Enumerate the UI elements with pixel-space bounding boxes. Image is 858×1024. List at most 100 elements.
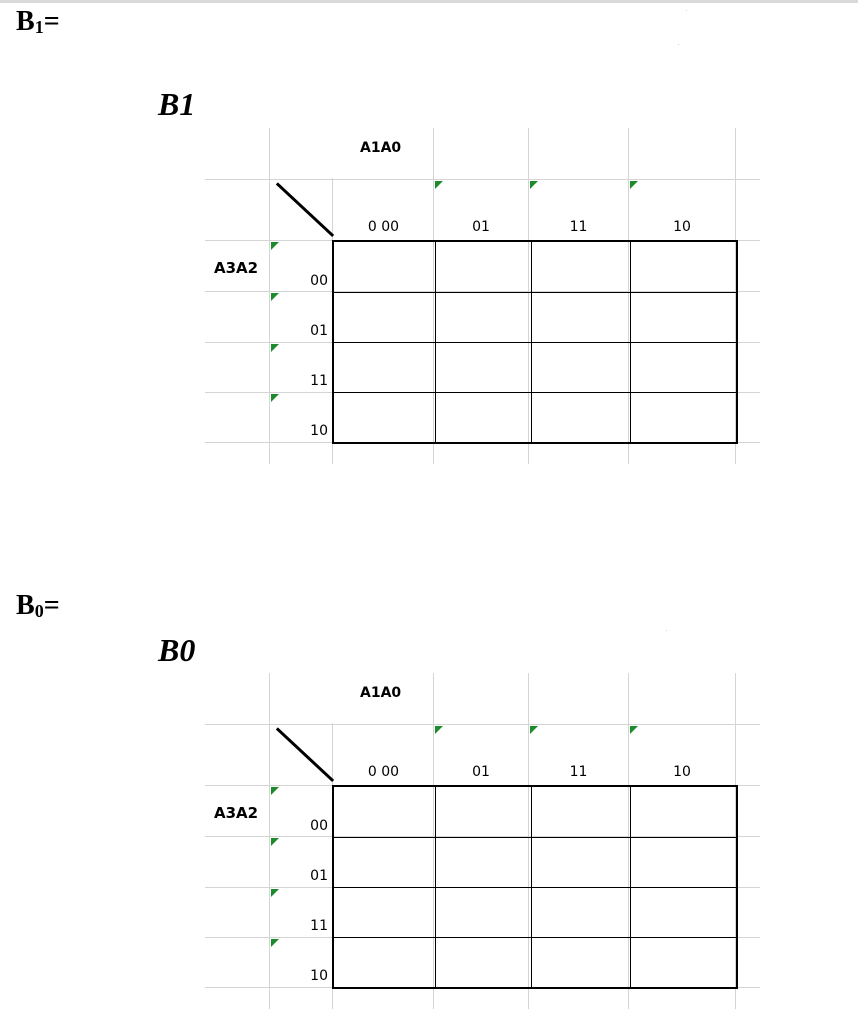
top-border — [0, 0, 858, 3]
comment-marker-icon[interactable] — [271, 889, 279, 897]
comment-marker-icon[interactable] — [271, 787, 279, 795]
column-header: 10 — [673, 219, 691, 235]
gridline — [628, 128, 629, 464]
gridline — [269, 673, 270, 1009]
comment-marker-icon[interactable] — [271, 838, 279, 846]
grid-cell[interactable] — [435, 393, 531, 442]
row-header: 00 — [310, 818, 328, 834]
grid-row — [334, 837, 736, 887]
gridline — [433, 128, 434, 464]
gridline — [433, 673, 434, 1009]
grid-row — [334, 937, 736, 987]
speck — [678, 44, 679, 45]
gridline — [735, 673, 736, 1009]
row-variable-label: A3A2 — [214, 804, 259, 822]
grid-cell[interactable] — [531, 888, 630, 937]
grid-cell[interactable] — [334, 343, 435, 392]
comment-marker-icon[interactable] — [271, 242, 279, 250]
row-variable-label: A3A2 — [214, 259, 259, 277]
grid-cell[interactable] — [435, 888, 531, 937]
comment-marker-icon[interactable] — [630, 726, 638, 734]
gridline — [205, 179, 760, 180]
corner-diagonal — [276, 182, 335, 237]
gridline — [205, 724, 760, 725]
grid-cell[interactable] — [435, 838, 531, 887]
grid-cell[interactable] — [630, 888, 736, 937]
kmap-grid — [332, 240, 738, 444]
column-header: 11 — [569, 764, 588, 780]
column-header: 01 — [472, 219, 490, 235]
column-variable-label: A1A0 — [360, 140, 402, 156]
gridline — [528, 673, 529, 1009]
grid-row — [334, 887, 736, 937]
gridline — [528, 128, 529, 464]
column-header: 0 00 — [367, 764, 400, 780]
grid-cell[interactable] — [630, 293, 736, 342]
column-header: 10 — [673, 764, 691, 780]
row-header: 01 — [310, 323, 328, 339]
grid-cell[interactable] — [334, 293, 435, 342]
row-header: 01 — [310, 868, 328, 884]
grid-cell[interactable] — [531, 787, 630, 837]
grid-cell[interactable] — [630, 242, 736, 292]
gridline — [205, 291, 760, 292]
speck — [666, 630, 667, 631]
row-header: 11 — [310, 918, 328, 934]
kmap-title: B0 — [158, 632, 196, 668]
column-header: 0 00 — [367, 219, 400, 235]
comment-marker-icon[interactable] — [435, 181, 443, 189]
comment-marker-icon[interactable] — [271, 394, 279, 402]
equation-b0-label: B0= — [16, 590, 60, 621]
gridline — [735, 128, 736, 464]
grid-cell[interactable] — [435, 938, 531, 987]
comment-marker-icon[interactable] — [271, 344, 279, 352]
grid-row — [334, 242, 736, 292]
gridline — [628, 673, 629, 1009]
grid-row — [334, 342, 736, 392]
grid-cell[interactable] — [435, 242, 531, 292]
comment-marker-icon[interactable] — [630, 181, 638, 189]
grid-cell[interactable] — [630, 343, 736, 392]
grid-cell[interactable] — [531, 938, 630, 987]
grid-cell[interactable] — [435, 343, 531, 392]
grid-cell[interactable] — [531, 838, 630, 887]
grid-cell[interactable] — [630, 393, 736, 442]
row-header: 10 — [310, 423, 328, 439]
grid-cell[interactable] — [334, 838, 435, 887]
row-header: 10 — [310, 968, 328, 984]
grid-cell[interactable] — [630, 838, 736, 887]
grid-cell[interactable] — [531, 343, 630, 392]
comment-marker-icon[interactable] — [530, 726, 538, 734]
column-header: 11 — [569, 219, 588, 235]
comment-marker-icon[interactable] — [271, 939, 279, 947]
comment-marker-icon[interactable] — [435, 726, 443, 734]
grid-cell[interactable] — [334, 242, 435, 292]
grid-cell[interactable] — [334, 888, 435, 937]
column-variable-label: A1A0 — [360, 685, 402, 701]
grid-row — [334, 787, 736, 837]
row-header: 00 — [310, 273, 328, 289]
grid-cell[interactable] — [630, 787, 736, 837]
gridline — [269, 128, 270, 464]
grid-row — [334, 392, 736, 442]
grid-cell[interactable] — [531, 242, 630, 292]
grid-cell[interactable] — [630, 938, 736, 987]
grid-cell[interactable] — [531, 293, 630, 342]
kmap-grid — [332, 785, 738, 989]
comment-marker-icon[interactable] — [530, 181, 538, 189]
grid-cell[interactable] — [334, 938, 435, 987]
column-header: 01 — [472, 764, 490, 780]
grid-cell[interactable] — [435, 293, 531, 342]
grid-cell[interactable] — [334, 393, 435, 442]
gridline — [205, 836, 760, 837]
equation-b1-label: B1= — [16, 6, 60, 37]
row-header: 11 — [310, 373, 328, 389]
grid-cell[interactable] — [435, 787, 531, 837]
grid-cell[interactable] — [531, 393, 630, 442]
grid-cell[interactable] — [334, 787, 435, 837]
comment-marker-icon[interactable] — [271, 293, 279, 301]
kmap-b1: A1A0 A3A2 0 00 01 11 10 00 01 11 10 — [0, 128, 858, 468]
kmap-b0: A1A0 A3A2 0 00 01 11 10 00 01 11 10 — [0, 673, 858, 1013]
kmap-title: B1 — [158, 86, 196, 122]
grid-row — [334, 292, 736, 342]
